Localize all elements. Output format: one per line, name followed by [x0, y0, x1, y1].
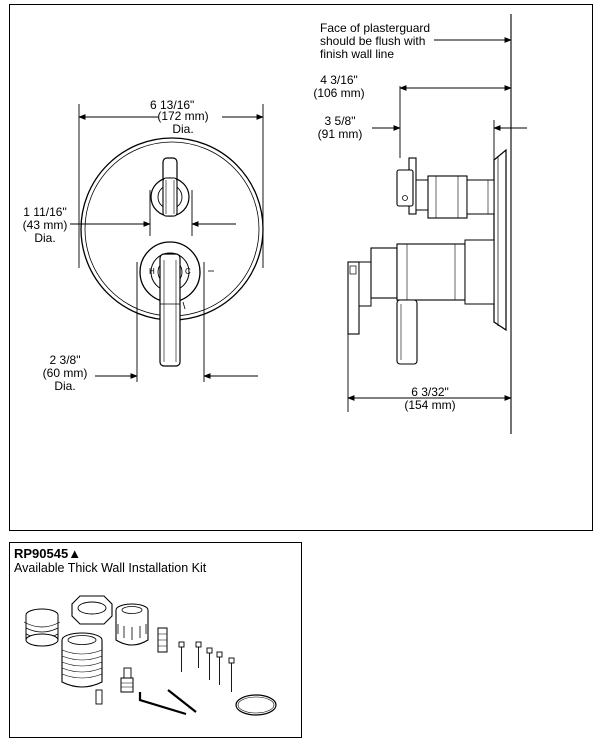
- lower-handle: [139, 241, 201, 367]
- escutcheon-dia-metric: (172 mm): [157, 109, 209, 123]
- side-view: [347, 14, 527, 434]
- kit-title: Available Thick Wall Installation Kit: [14, 561, 207, 575]
- hex-nut: [71, 595, 113, 625]
- kit-parts: [23, 595, 277, 716]
- lower-handle-dia-metric: (60 mm): [42, 366, 88, 380]
- depth-3-label: 6 3/32" (154 mm): [394, 386, 466, 412]
- lower-handle-dia-fraction: 2 3/8": [49, 353, 81, 367]
- plasterguard-note-line-3: finish wall line: [320, 47, 395, 61]
- upper-handle: [150, 157, 190, 217]
- threaded-pin: [95, 689, 103, 705]
- escutcheon-dia-suffix: Dia.: [172, 122, 194, 136]
- depth-3-fraction: 6 3/32": [411, 385, 449, 399]
- depth-1-fraction: 4 3/16": [320, 73, 358, 87]
- escutcheon-dia-fraction: 6 13/16": [150, 98, 195, 112]
- depth-2-fraction: 3 5/8": [324, 114, 356, 128]
- front-view: [70, 104, 264, 382]
- kit-code: RP90545▲: [14, 546, 81, 561]
- upper-handle-dia-suffix: Dia.: [34, 231, 56, 245]
- lower-handle-dia-label: 2 3/8" (60 mm) Dia.: [33, 354, 97, 393]
- lower-handle-dia-suffix: Dia.: [54, 379, 76, 393]
- plasterguard-note-line-2: should be flush with: [320, 34, 426, 48]
- depth-2-label: 3 5/8" (91 mm): [308, 115, 372, 141]
- o-ring: [235, 694, 277, 716]
- depth-3-metric: (154 mm): [404, 398, 456, 412]
- upper-handle-dia-label: 1 11/16" (43 mm) Dia.: [10, 206, 80, 245]
- stem-extension: [120, 667, 134, 693]
- upper-handle-dia-fraction: 1 11/16": [23, 205, 67, 219]
- castellated-cap: [115, 603, 149, 646]
- threaded-adapter: [23, 608, 61, 647]
- upper-handle-dia-metric: (43 mm): [22, 218, 68, 232]
- hex-keys: [138, 689, 197, 716]
- upper-valve-body: [396, 157, 495, 219]
- depth-1-metric: (106 mm): [313, 86, 365, 100]
- threaded-sleeve: [61, 632, 103, 688]
- depth-1-label: 4 3/16" (106 mm): [304, 74, 374, 100]
- cold-mark: C: [185, 267, 191, 276]
- lower-valve-body: [347, 239, 495, 365]
- kit-marker-icon: ▲: [68, 546, 82, 561]
- screws: [178, 641, 235, 692]
- plasterguard-note: Face of plasterguard should be flush wit…: [320, 22, 430, 61]
- depth-2-metric: (91 mm): [317, 127, 363, 141]
- plasterguard-note-line-1: Face of plasterguard: [320, 21, 431, 35]
- escutcheon-dia-label: 6 13/16": [150, 99, 194, 112]
- drawing-frame: [9, 4, 593, 531]
- set-screw: [157, 627, 168, 653]
- hot-mark: H: [149, 267, 155, 276]
- kit-frame: [9, 542, 302, 738]
- escutcheon-dia-metric-block: (172 mm) Dia.: [148, 110, 218, 136]
- kit-code-text: RP90545: [14, 546, 69, 561]
